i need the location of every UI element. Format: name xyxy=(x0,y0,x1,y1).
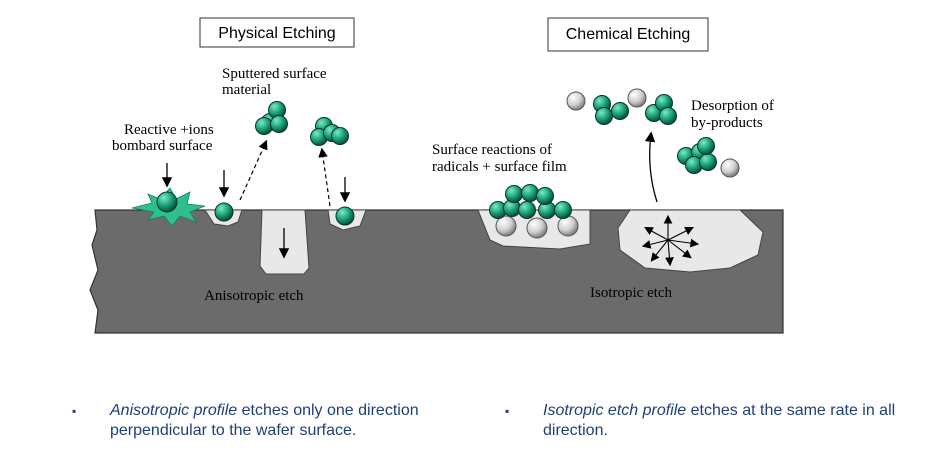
desorption-label: by-products xyxy=(691,115,763,131)
bullet-marker: ▪ xyxy=(505,404,510,418)
ion-particle xyxy=(156,191,178,213)
bullet-rest: etches at the same rate in all direction… xyxy=(543,402,896,439)
reactions-label: Surface reactions of xyxy=(432,142,552,158)
sputtered-cluster xyxy=(310,117,349,146)
isotropic-label: Isotropic etch xyxy=(590,285,673,301)
etching-diagram: Physical Etching Chemical Etching Sputte… xyxy=(89,17,784,334)
desorption-label: Desorption of xyxy=(691,98,774,114)
sputter-arrow xyxy=(239,139,268,201)
chemical-title-box xyxy=(547,17,709,52)
bullet-list: ▪ Anisotropic profile etches only one di… xyxy=(0,395,935,455)
reactions-label: radicals + surface film xyxy=(432,159,567,175)
ion-particle xyxy=(214,202,234,222)
sputter-label: material xyxy=(222,82,271,98)
bullet-emphasis: Anisotropic profile xyxy=(110,402,238,419)
sputtered-cluster xyxy=(255,101,288,135)
bullet-text: Isotropic etch profile etches at the sam… xyxy=(543,401,918,441)
desorbed-byproducts xyxy=(566,88,677,125)
ions-label: Reactive +ions xyxy=(124,122,214,138)
byproduct-cluster xyxy=(677,137,740,178)
bullet-emphasis: Isotropic etch profile xyxy=(543,402,687,419)
bullet-rest: etches only one direction perpendicular … xyxy=(110,402,419,439)
ions-label: bombard surface xyxy=(112,138,213,154)
chemical-title: Chemical Etching xyxy=(566,26,691,43)
isotropic-arrows xyxy=(641,214,700,267)
bullet-marker: ▪ xyxy=(72,404,77,418)
isotropic-etch-cavity xyxy=(617,209,764,273)
sputter-label: Sputtered surface xyxy=(222,66,327,82)
anisotropic-label: Anisotropic etch xyxy=(204,288,304,304)
sputter-arrow xyxy=(318,147,331,207)
surface-film-particles xyxy=(489,184,579,239)
physical-title: Physical Etching xyxy=(218,25,335,42)
desorption-arrow xyxy=(644,131,658,203)
physical-title-box xyxy=(199,17,355,48)
bullet-text: Anisotropic profile etches only one dire… xyxy=(110,401,490,441)
ion-particle xyxy=(335,206,355,226)
